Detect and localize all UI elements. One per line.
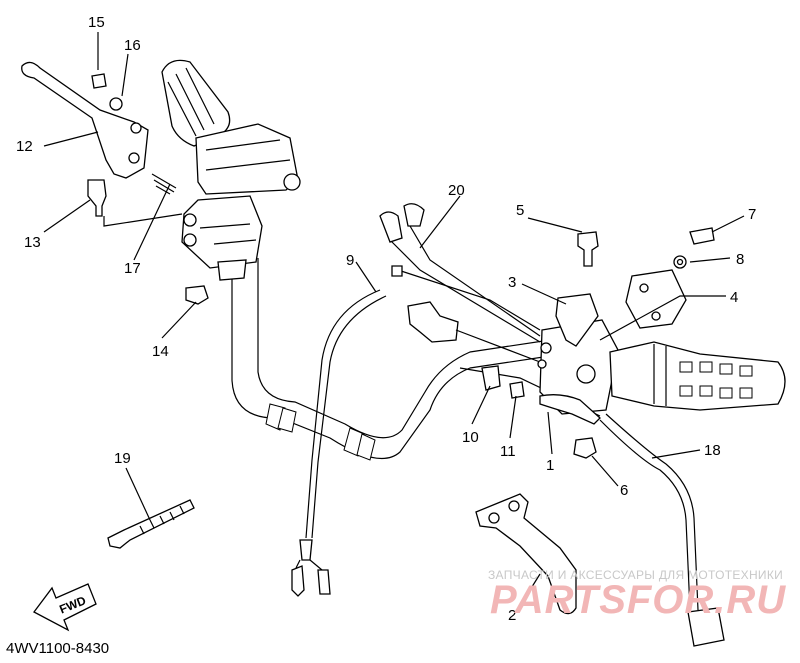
- callout-13: 13: [24, 234, 41, 251]
- right-switch-assembly: [537, 269, 687, 425]
- callout-3: 3: [508, 274, 516, 291]
- wire-harness-20: [379, 203, 541, 343]
- cable-adjusters: [407, 301, 601, 417]
- callout-10: 10: [462, 429, 479, 446]
- callout-12: 12: [16, 138, 33, 155]
- leader-lines: [43, 32, 745, 607]
- callout-14: 14: [152, 343, 169, 360]
- callout-6: 6: [620, 482, 628, 499]
- clutch-cable-18: [599, 413, 725, 647]
- master-cylinder: [181, 123, 301, 281]
- callout-5: 5: [516, 202, 524, 219]
- callout-11: 11: [500, 443, 516, 460]
- watermark-site: PARTSFOR.RU: [490, 578, 787, 622]
- left-lever-12: [21, 61, 149, 179]
- callout-18: 18: [704, 442, 721, 459]
- callout-labels: 15 16 12 13 17 14 9 20 5 7 8 3 4 10 11 1…: [16, 14, 756, 624]
- right-hardware: [573, 227, 715, 459]
- cable-tie-19: [107, 499, 195, 549]
- right-grip: [609, 341, 786, 411]
- right-lever-2: [475, 493, 577, 615]
- callout-16: 16: [124, 37, 141, 54]
- fwd-direction-arrow: FWD: [33, 583, 97, 632]
- callout-2: 2: [508, 607, 516, 624]
- callout-1: 1: [546, 457, 554, 474]
- callout-20: 20: [448, 182, 465, 199]
- callout-9: 9: [346, 252, 354, 269]
- drawing-code: 4WV1100-8430: [6, 640, 110, 657]
- callout-15: 15: [88, 14, 105, 31]
- callout-4: 4: [730, 289, 738, 306]
- callout-8: 8: [736, 251, 744, 268]
- handlebar: [231, 258, 551, 461]
- callout-19: 19: [114, 450, 131, 467]
- left-hardware: [87, 73, 209, 305]
- left-grip: [161, 59, 231, 147]
- watermark-tagline: ЗАПЧАСТИ И АКСЕССУАРЫ ДЛЯ МОТОТЕХНИКИ: [488, 568, 784, 582]
- throttle-cable-9: [291, 289, 387, 597]
- callout-7: 7: [748, 206, 756, 223]
- callout-17: 17: [124, 260, 141, 277]
